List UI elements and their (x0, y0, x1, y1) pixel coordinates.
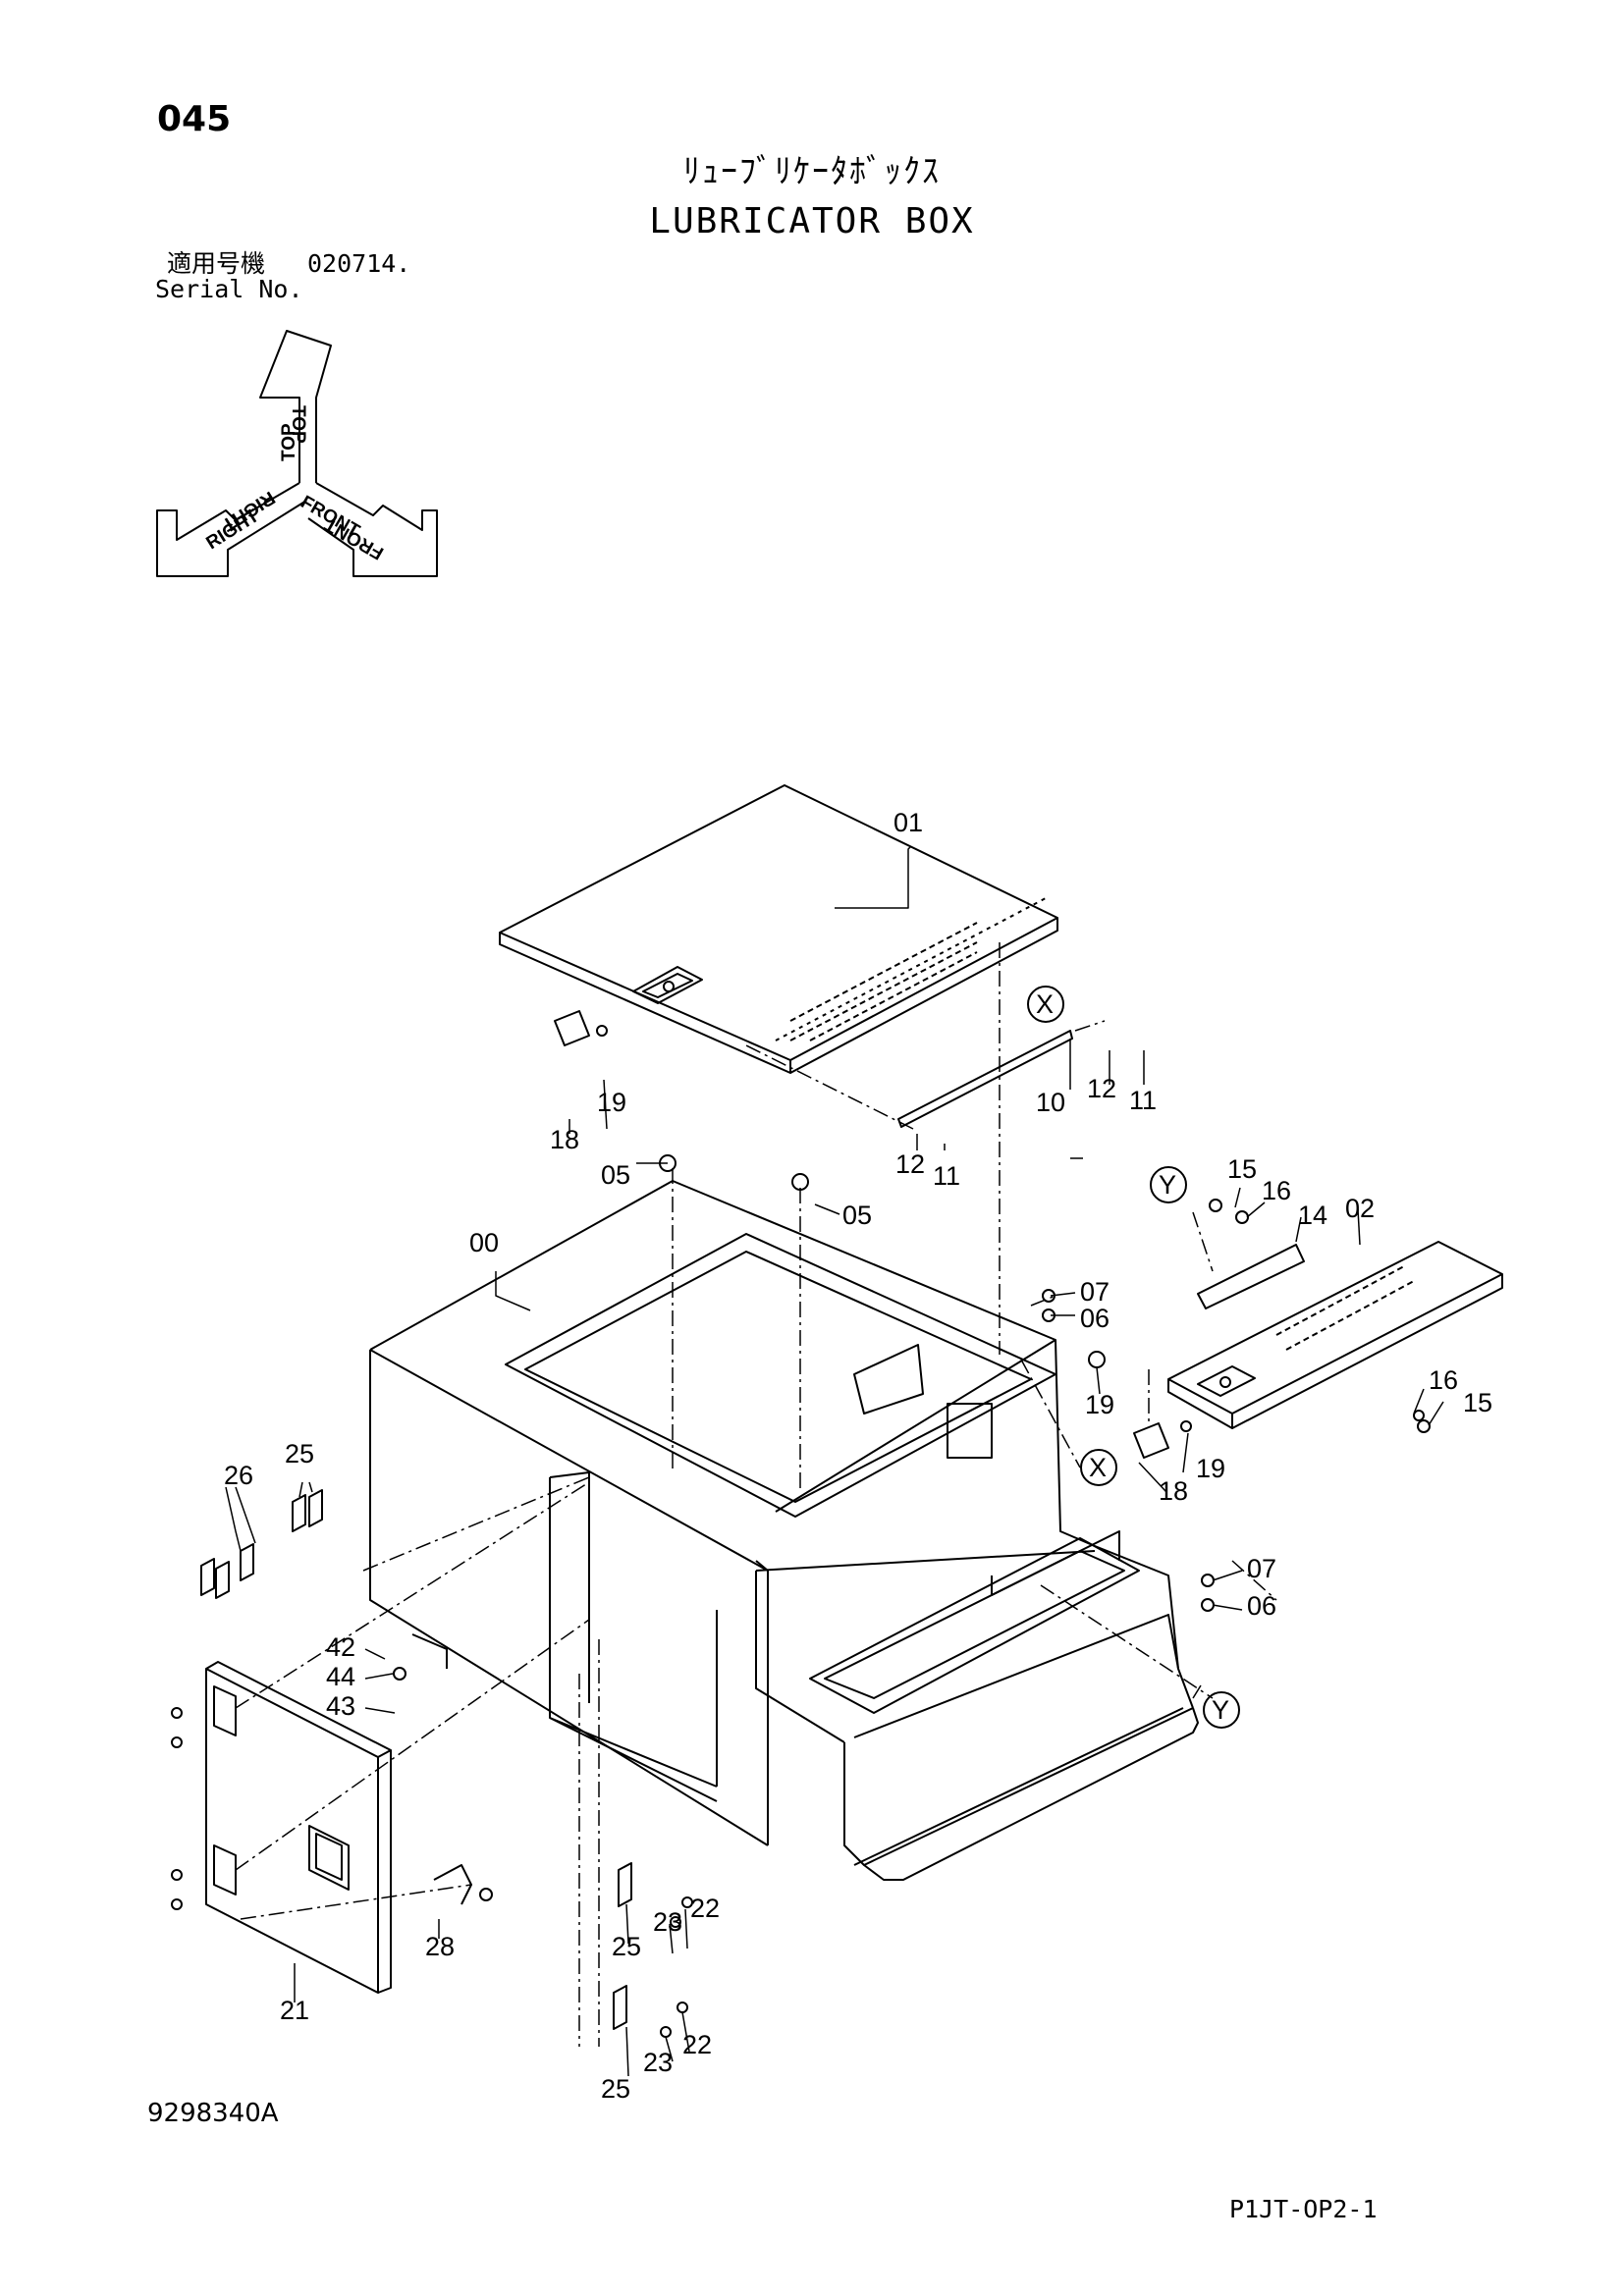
callout-02: 02 (1345, 1194, 1375, 1223)
view-markers: X Y X Y (1027, 986, 1240, 1729)
callout-19-lid: 19 (597, 1088, 626, 1117)
alignment-lines (235, 942, 1277, 2047)
title-japanese: ﾘｭｰﾌﾞﾘｹｰﾀﾎﾞｯｸｽ (683, 152, 941, 191)
callout-15-upper: 15 (1227, 1154, 1257, 1184)
page-code: P1JT-OP2-1 (1229, 2195, 1378, 2223)
callout-11-upper: 11 (1129, 1086, 1157, 1115)
view-marker-y-right-label: Y (1159, 1170, 1176, 1200)
view-marker-y-lower-label: Y (1212, 1695, 1229, 1725)
callout-18-lid: 18 (550, 1125, 579, 1154)
callout-06-lower: 06 (1247, 1591, 1276, 1621)
leader-lines (225, 845, 1444, 2077)
callout-23-upper: 23 (653, 1907, 682, 1937)
callout-26: 26 (224, 1461, 253, 1490)
callout-19-step: 19 (1196, 1454, 1225, 1483)
callout-11-lower: 11 (933, 1161, 960, 1191)
view-marker-y-lower (1203, 1691, 1240, 1729)
orientation-arrow-left (156, 482, 307, 577)
serial-value: 020714. (307, 249, 411, 278)
title-english: LUBRICATOR BOX (649, 201, 975, 241)
callout-28: 28 (425, 1932, 455, 1961)
callout-16-lower: 16 (1429, 1365, 1458, 1395)
page-number: 045 (157, 99, 232, 139)
callout-18-step: 18 (1159, 1476, 1188, 1506)
orientation-arrow-up (259, 330, 332, 483)
callout-06-upper: 06 (1080, 1304, 1110, 1333)
view-marker-x-upper (1027, 986, 1064, 1023)
view-marker-x-upper-label: X (1036, 989, 1054, 1019)
callout-12-upper: 12 (1087, 1074, 1116, 1103)
hinge-plates (200, 1489, 632, 2030)
main-box-body (369, 1180, 1199, 1881)
part-callouts: 01 19 18 10 12 11 12 11 05 05 15 16 14 0… (224, 808, 1492, 2104)
callout-07-lower: 07 (1247, 1554, 1276, 1583)
callout-15-lower: 15 (1463, 1388, 1492, 1417)
callout-25-upper: 25 (285, 1439, 314, 1468)
callout-12-lower: 12 (895, 1149, 925, 1179)
callout-44: 44 (326, 1662, 355, 1691)
drawing-number: 9298340A (147, 2099, 279, 2128)
callout-10: 10 (1036, 1088, 1065, 1117)
callout-01: 01 (893, 808, 923, 837)
side-door (205, 1661, 392, 1994)
top-lid (499, 784, 1058, 1074)
callout-21: 21 (280, 1996, 309, 2025)
serial-label-english: Serial No. (155, 275, 303, 303)
serial-label-japanese: 適用号機 (167, 249, 266, 278)
callout-07-upper: 07 (1080, 1277, 1110, 1307)
orientation-top-label: TOP (279, 423, 299, 461)
orientation-indicator: TOP TOP RIGHT RIGHT FRONT FRONT (156, 330, 438, 577)
step-cover (1167, 1241, 1503, 1429)
orientation-top-label-mirror: TOP (288, 405, 308, 444)
callout-25-lower: 25 (601, 2074, 630, 2104)
callout-00: 00 (469, 1228, 499, 1257)
callout-22-upper: 22 (690, 1894, 720, 1923)
callout-05-right: 05 (842, 1201, 872, 1230)
orientation-arrow-right (307, 482, 438, 577)
view-marker-x-lower-label: X (1089, 1453, 1107, 1482)
callout-14: 14 (1298, 1201, 1327, 1230)
view-marker-x-lower (1080, 1449, 1117, 1486)
view-marker-y-right (1150, 1166, 1187, 1203)
callout-22-lower: 22 (682, 2030, 712, 2059)
callout-25-middle: 25 (612, 1932, 641, 1961)
callout-19-box: 19 (1085, 1390, 1114, 1419)
callout-16-upper: 16 (1262, 1176, 1291, 1205)
callout-43: 43 (326, 1691, 355, 1721)
callout-42: 42 (326, 1632, 355, 1662)
callout-23-lower: 23 (643, 2048, 673, 2077)
callout-05-left: 05 (601, 1160, 630, 1190)
